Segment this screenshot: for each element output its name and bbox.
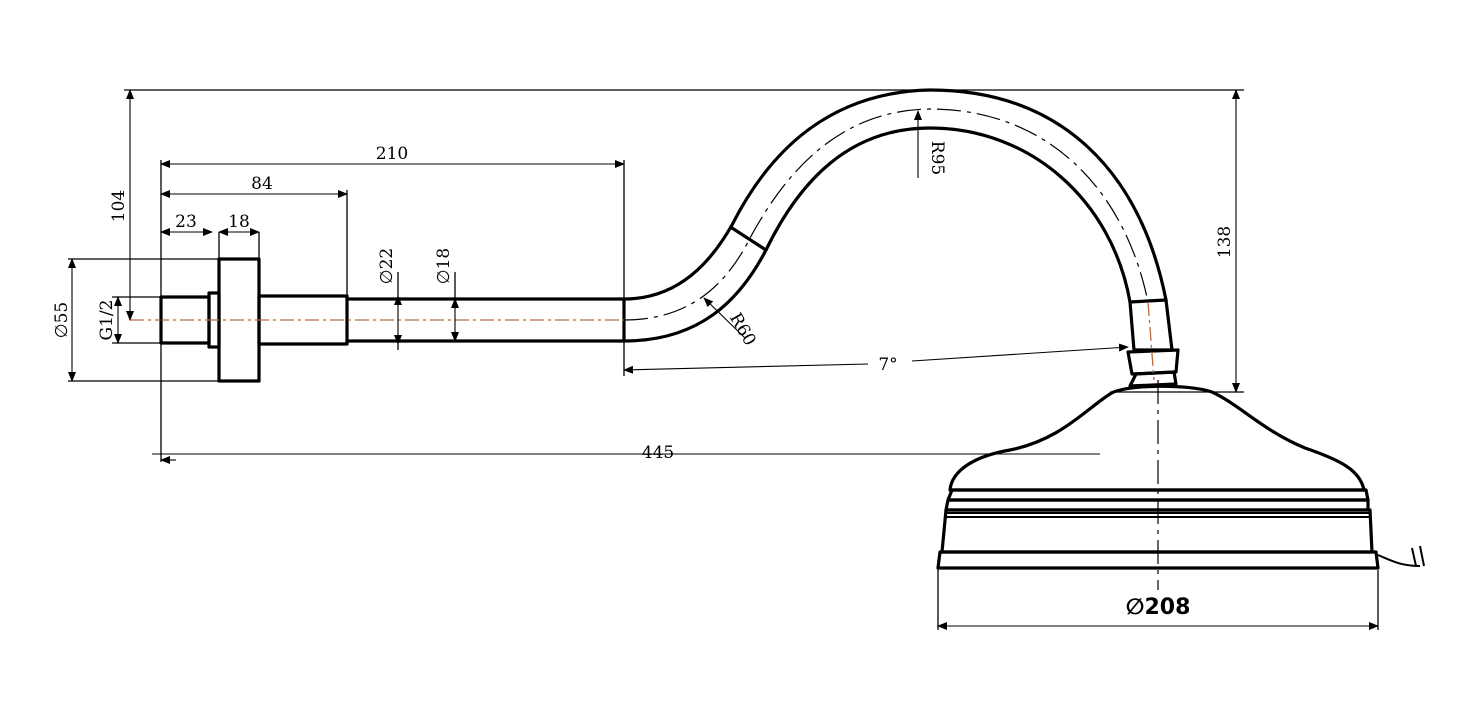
dim-104-label: 104 (109, 190, 129, 222)
head-face (936, 550, 1380, 570)
drop-tube (1128, 298, 1174, 352)
dim-23-label: 23 (175, 212, 197, 232)
svg-text:∅208: ∅208 (1126, 595, 1191, 620)
dim-18-label: 18 (228, 212, 250, 232)
dim-angle-label: 7° (878, 355, 897, 375)
bend-joint-large (1128, 298, 1168, 304)
diameter-symbol-55: ∅ (52, 323, 72, 338)
shower-head-dome (948, 384, 1366, 492)
diameter-symbol-22: ∅ (377, 269, 397, 284)
dim-210-label: 210 (376, 144, 408, 164)
bend-joint-small (730, 226, 768, 252)
head-edge-detail (1377, 545, 1425, 567)
dim-18-tube-label: 18 (434, 248, 454, 270)
diameter-symbol-208: ∅ (1126, 595, 1145, 620)
dim-84-label: 84 (251, 174, 273, 194)
swivel-nut (1126, 348, 1180, 376)
swivel-neck (1128, 370, 1178, 388)
dim-22-label: 22 (377, 248, 397, 270)
part-outline (159, 88, 1425, 570)
svg-text:∅18: ∅18 (434, 248, 454, 284)
drop-centerline (1147, 301, 1155, 381)
dim-138-label: 138 (1215, 226, 1235, 258)
dim-55-label: 55 (52, 302, 72, 324)
dim-r95-label: R95 (927, 141, 947, 175)
centerlines (130, 108, 1159, 590)
dim-r60-label: R60 (725, 310, 760, 350)
dim-208-label: 208 (1144, 595, 1190, 620)
diameter-symbol-18: ∅ (434, 269, 454, 284)
dim-445-label: 445 (642, 443, 674, 463)
svg-text:∅22: ∅22 (377, 248, 397, 284)
bend-tube-upper-edge (622, 88, 1168, 302)
svg-text:∅55: ∅55 (52, 302, 72, 338)
dimensions: 210 84 23 18 104 ∅55 G1/2 ∅22 ∅18 1 (52, 89, 1379, 630)
bend-centerline (623, 108, 1149, 321)
dim-thread-label: G1/2 (97, 300, 117, 341)
bend-tube-lower-edge (622, 126, 1132, 343)
